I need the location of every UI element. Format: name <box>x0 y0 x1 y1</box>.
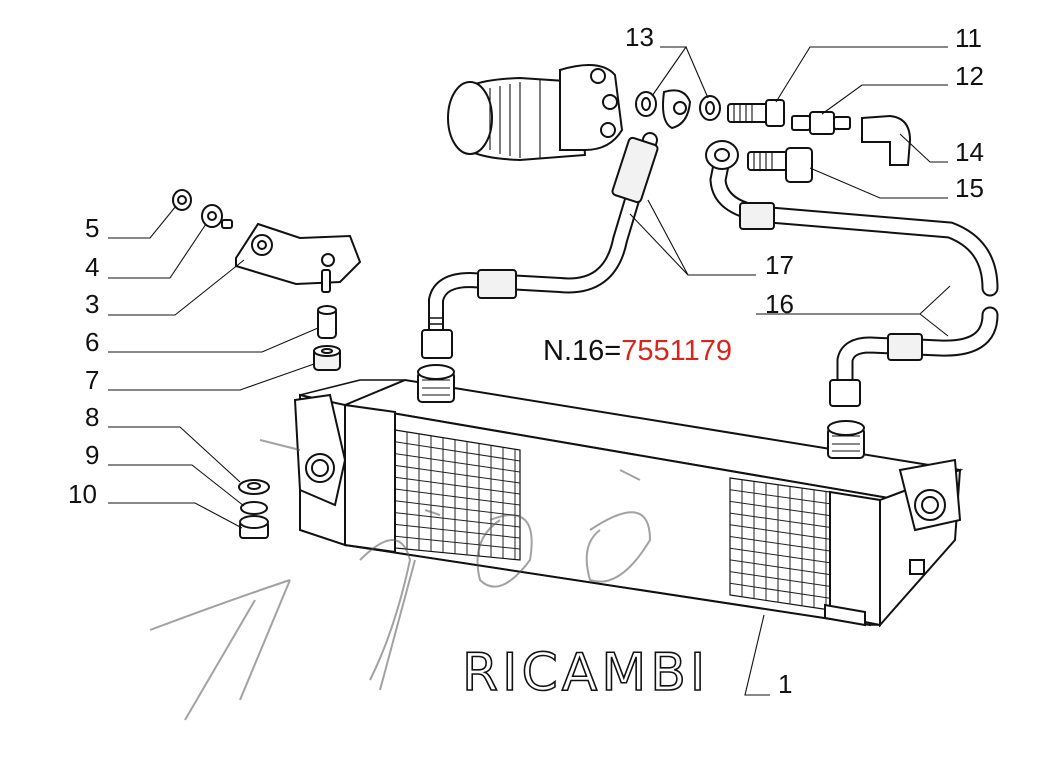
washer-8 <box>238 479 270 495</box>
note-prefix: N.16= <box>543 335 621 367</box>
cooler-inlet-fitting-right <box>827 420 865 459</box>
elbow-cap-14 <box>861 114 912 166</box>
sealing-washers-13 <box>635 89 721 130</box>
callout-1: 1 <box>778 669 792 699</box>
oil-hose-16 <box>705 140 999 407</box>
note-part-code: 7551179 <box>621 335 732 367</box>
callout-4: 4 <box>85 252 99 282</box>
callout-12: 12 <box>955 61 984 91</box>
part-number-note: N.16=7551179 <box>543 335 732 367</box>
adapter-12 <box>791 111 851 135</box>
watermark-sketch <box>149 439 652 721</box>
rubber-mount-7 <box>313 345 341 371</box>
oil-filter-assembly <box>447 64 624 162</box>
banjo-bolt-11 <box>727 99 785 127</box>
callout-labels: 1 3 4 5 6 7 8 9 10 11 12 13 14 15 16 17 <box>68 22 984 699</box>
callout-5: 5 <box>85 213 99 243</box>
callout-15: 15 <box>955 173 984 203</box>
callout-17: 17 <box>765 250 794 280</box>
oil-hose-17 <box>421 132 659 359</box>
callout-11: 11 <box>955 23 982 53</box>
watermark-text: RICAMBI <box>462 643 709 703</box>
lock-washer-9 <box>240 501 268 515</box>
nut-10 <box>239 515 269 539</box>
cooler-inlet-fitting-left <box>417 364 455 403</box>
leader-lines <box>108 46 951 696</box>
callout-13: 13 <box>625 22 654 52</box>
callout-10: 10 <box>68 479 97 509</box>
bolt-15 <box>747 147 813 183</box>
callout-9: 9 <box>85 440 99 470</box>
spacer-6 <box>317 305 337 339</box>
washer-4 <box>201 204 233 229</box>
callout-6: 6 <box>85 327 99 357</box>
bolt-screw <box>321 269 331 293</box>
callout-3: 3 <box>85 289 99 319</box>
mounting-bracket-3 <box>235 222 362 286</box>
nut-5 <box>172 189 192 211</box>
radiator-core-mesh <box>394 429 831 611</box>
callout-7: 7 <box>85 365 99 395</box>
oil-cooler-radiator <box>293 364 964 628</box>
callout-14: 14 <box>955 137 984 167</box>
callout-16: 16 <box>765 289 794 319</box>
callout-8: 8 <box>85 402 99 432</box>
